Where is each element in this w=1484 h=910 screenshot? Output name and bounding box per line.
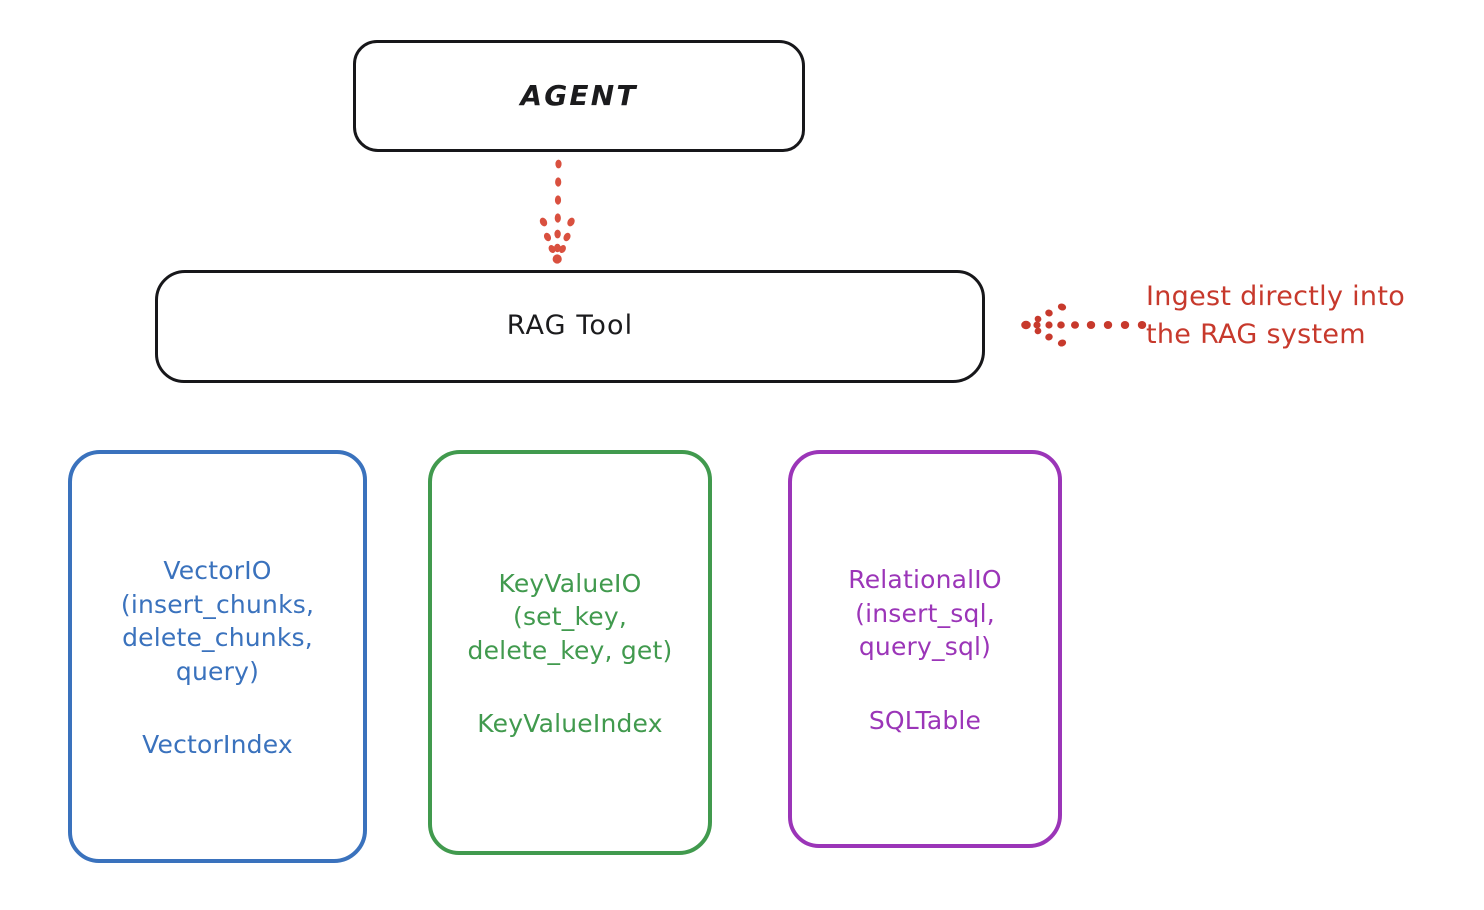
agent-node[interactable]: AGENT: [353, 40, 805, 152]
agent-node-label: AGENT: [520, 79, 638, 113]
agent-to-rag-tool-dotted-arrow: [539, 159, 575, 264]
rag-tool-node-label: RAG Tool: [506, 310, 634, 342]
vector-index-label: VectorIndex: [142, 730, 293, 759]
sql-table-label: SQLTable: [868, 705, 982, 735]
ingest-annotation-text: Ingest directly into the RAG system: [1146, 281, 1406, 351]
key-value-io-title: KeyValueIO (set_key, delete_key, get): [467, 568, 673, 665]
key-value-index-label: KeyValueIndex: [477, 709, 663, 739]
relational-io-title: RelationalIO (insert_sql, query_sql): [848, 565, 1002, 662]
key-value-io-node[interactable]: KeyValueIO (set_key, delete_key, get) Ke…: [428, 450, 712, 855]
rag-tool-node[interactable]: RAG Tool: [155, 270, 985, 383]
relational-io-node[interactable]: RelationalIO (insert_sql, query_sql) SQL…: [788, 450, 1062, 848]
ingest-dotted-left-arrow: [1021, 303, 1147, 347]
vector-io-node[interactable]: VectorIO (insert_chunks, delete_chunks, …: [68, 450, 367, 863]
vector-io-title: VectorIO (insert_chunks, delete_chunks, …: [120, 556, 315, 686]
